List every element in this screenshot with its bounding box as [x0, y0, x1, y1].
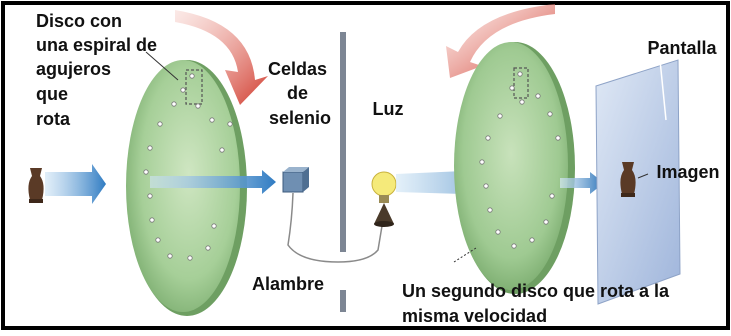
wire [287, 192, 383, 263]
screen-label: Pantalla [647, 38, 717, 58]
spiral-disk-2 [454, 42, 575, 294]
disk1-label: Disco con una espiral de agujeros que ro… [36, 11, 162, 129]
image-label: Imagen [656, 162, 719, 182]
disk1-leader [145, 51, 179, 81]
vase-icon [28, 168, 44, 203]
wire-label: Alambre [252, 274, 324, 294]
divider-bar-lower [340, 290, 346, 312]
beam-to-screen [560, 172, 604, 194]
divider-bar [340, 32, 346, 252]
selenium-cell-icon [282, 167, 309, 193]
disk2-caption: Un segundo disco que rota a la misma vel… [402, 281, 674, 326]
imagen-leader [637, 173, 649, 179]
projected-vase-icon [620, 162, 636, 197]
scan-window-2 [513, 67, 529, 99]
scan-window-1 [185, 69, 203, 105]
disk2-leader [453, 247, 477, 263]
light-label: Luz [373, 99, 404, 119]
input-beam-arrow [45, 164, 106, 204]
screen-panel [595, 59, 681, 305]
pantalla-leader [659, 59, 667, 121]
rotation-arrow-1 [175, 10, 268, 105]
beam-to-cell [150, 170, 276, 194]
rotation-arrow-2 [446, 4, 555, 78]
cells-label: Celdas de selenio [268, 59, 332, 128]
